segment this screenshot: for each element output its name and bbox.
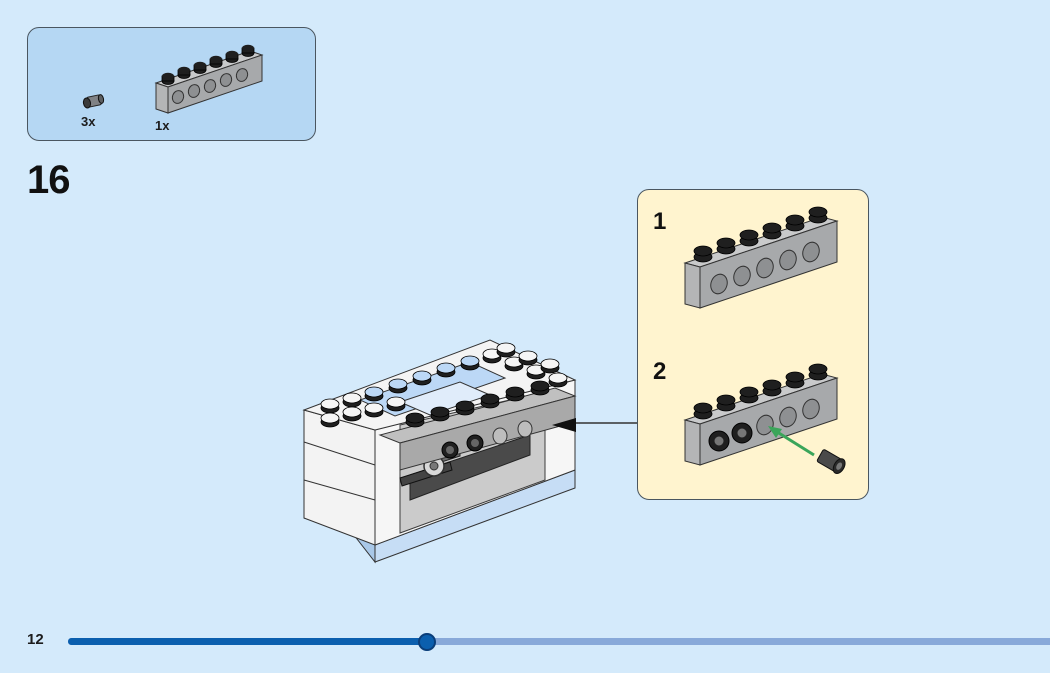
sub-step-2-brick-with-pins-icon — [683, 363, 846, 474]
sub-step-number: 1 — [653, 208, 667, 235]
stud — [320, 412, 340, 424]
stud — [460, 355, 480, 367]
stud — [386, 396, 406, 408]
progress-bar-fill — [68, 638, 427, 645]
stud — [430, 406, 450, 418]
stud — [412, 370, 432, 382]
page-number: 12 — [27, 631, 44, 648]
callout-connector-line — [576, 422, 638, 424]
part-technic-pin-icon — [82, 94, 105, 109]
model-assembly-illustration — [302, 339, 577, 564]
sub-step-box: 1 2 — [637, 189, 869, 500]
stud — [436, 362, 456, 374]
stud — [480, 393, 500, 405]
stud — [455, 400, 475, 412]
stud — [405, 412, 425, 424]
part-technic-brick-icon — [154, 44, 264, 114]
stud — [518, 350, 538, 362]
part-quantity: 1x — [155, 118, 170, 133]
stud — [496, 342, 516, 354]
stud — [548, 372, 568, 384]
stud — [342, 406, 362, 418]
stud — [388, 378, 408, 390]
studs-group — [320, 342, 568, 428]
sub-step-number: 2 — [653, 358, 667, 385]
stud — [364, 386, 384, 398]
sub-step-1-brick-icon — [683, 206, 839, 309]
stud — [364, 402, 384, 414]
part-quantity: 3x — [81, 114, 96, 129]
parts-list-box: 3x 1x — [27, 27, 316, 141]
progress-bar-knob[interactable] — [418, 633, 437, 651]
stud — [540, 358, 560, 370]
stud — [342, 392, 362, 404]
stud — [530, 380, 550, 392]
stud — [320, 398, 340, 410]
progress-bar-track — [68, 633, 1050, 651]
step-number: 16 — [27, 158, 70, 202]
stud — [505, 386, 525, 398]
